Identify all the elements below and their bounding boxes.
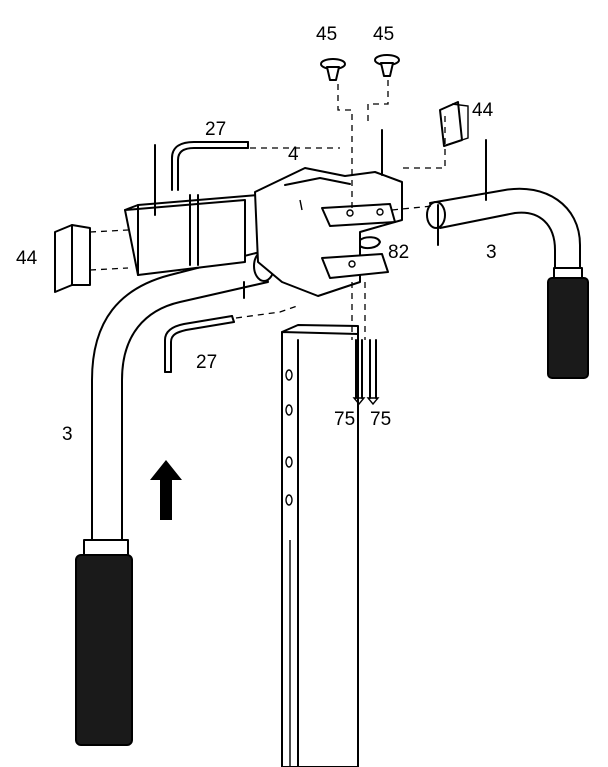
left-handle-grip [75, 539, 133, 746]
label-45-left: 45 [316, 24, 337, 45]
label-44-left: 44 [16, 248, 38, 269]
knob-45-right [374, 54, 400, 77]
bolt-group [154, 129, 383, 266]
clamp-plate-upper [321, 203, 396, 227]
label-27-bottom: 27 [196, 352, 217, 373]
end-cap-44-right [439, 101, 469, 147]
clamp-plate-lower [321, 236, 389, 279]
label-82: 82 [388, 242, 409, 263]
label-3-right: 3 [486, 242, 497, 263]
label-27-top: 27 [205, 119, 226, 140]
pin-27-bottom [164, 315, 235, 373]
label-75-right: 75 [370, 409, 391, 430]
assembly-guide-lines [89, 80, 446, 340]
bolt-75-left [352, 339, 366, 406]
main-bracket [124, 167, 403, 297]
label-4: 4 [288, 144, 299, 165]
left-handle-tube [91, 241, 275, 546]
label-44-right: 44 [472, 100, 494, 121]
end-cap-44-left [54, 224, 91, 293]
right-handle-tube [426, 139, 581, 276]
label-3-left: 3 [62, 424, 73, 445]
vertical-post [281, 324, 359, 767]
right-handle-grip [547, 267, 589, 379]
label-45-right: 45 [373, 24, 394, 45]
pin-27-top [171, 141, 249, 191]
up-arrow-icon [150, 460, 182, 520]
knob-45-left [320, 58, 346, 81]
bolt-75-right [366, 339, 380, 406]
label-75-left: 75 [334, 409, 355, 430]
